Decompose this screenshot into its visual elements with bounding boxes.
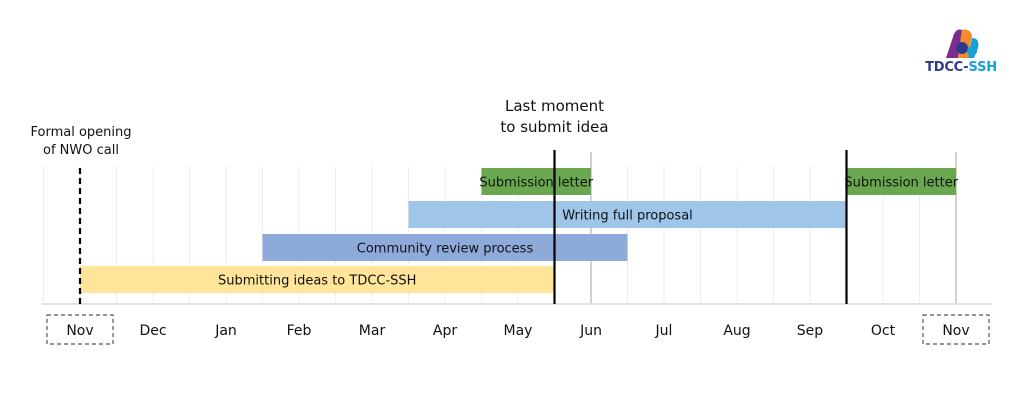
marker-label: Formal opening xyxy=(30,125,131,140)
month-label: Dec xyxy=(139,323,166,339)
month-label: Jul xyxy=(655,323,673,339)
month-label: Aug xyxy=(723,323,750,339)
task-label: Submission letter xyxy=(479,176,593,191)
month-box xyxy=(46,314,114,345)
month-label: Jun xyxy=(579,323,602,339)
tdcc-ssh-logo: TDCC-SSH xyxy=(918,24,1004,80)
month-label: Nov xyxy=(66,323,93,339)
task-label: Submission letter xyxy=(844,176,958,191)
task-bar xyxy=(262,234,628,261)
task-bar xyxy=(846,168,956,195)
task-label: Writing full proposal xyxy=(562,209,693,224)
month-label: Apr xyxy=(433,323,457,339)
marker-label: to submit idea xyxy=(500,118,608,136)
month-label: Sep xyxy=(797,323,824,339)
task-bar xyxy=(408,201,847,228)
task-bar xyxy=(481,168,591,195)
month-label: Nov xyxy=(942,323,969,339)
month-label: Jan xyxy=(214,323,237,339)
logo-text-b: SSH xyxy=(968,60,998,75)
marker-label: Last moment xyxy=(505,97,604,115)
logo-text: TDCC-SSH xyxy=(918,60,1004,75)
task-label: Community review process xyxy=(357,242,534,257)
task-label: Submitting ideas to TDCC-SSH xyxy=(218,274,416,289)
month-label: May xyxy=(504,323,533,339)
month-label: Oct xyxy=(871,323,896,339)
task-bar xyxy=(80,266,555,293)
logo-mark-icon xyxy=(946,29,979,58)
logo-text-a: TDCC- xyxy=(925,60,969,75)
marker-label: of NWO call xyxy=(43,143,119,158)
month-label: Feb xyxy=(287,323,312,339)
month-box xyxy=(922,314,990,345)
month-label: Mar xyxy=(359,323,386,339)
